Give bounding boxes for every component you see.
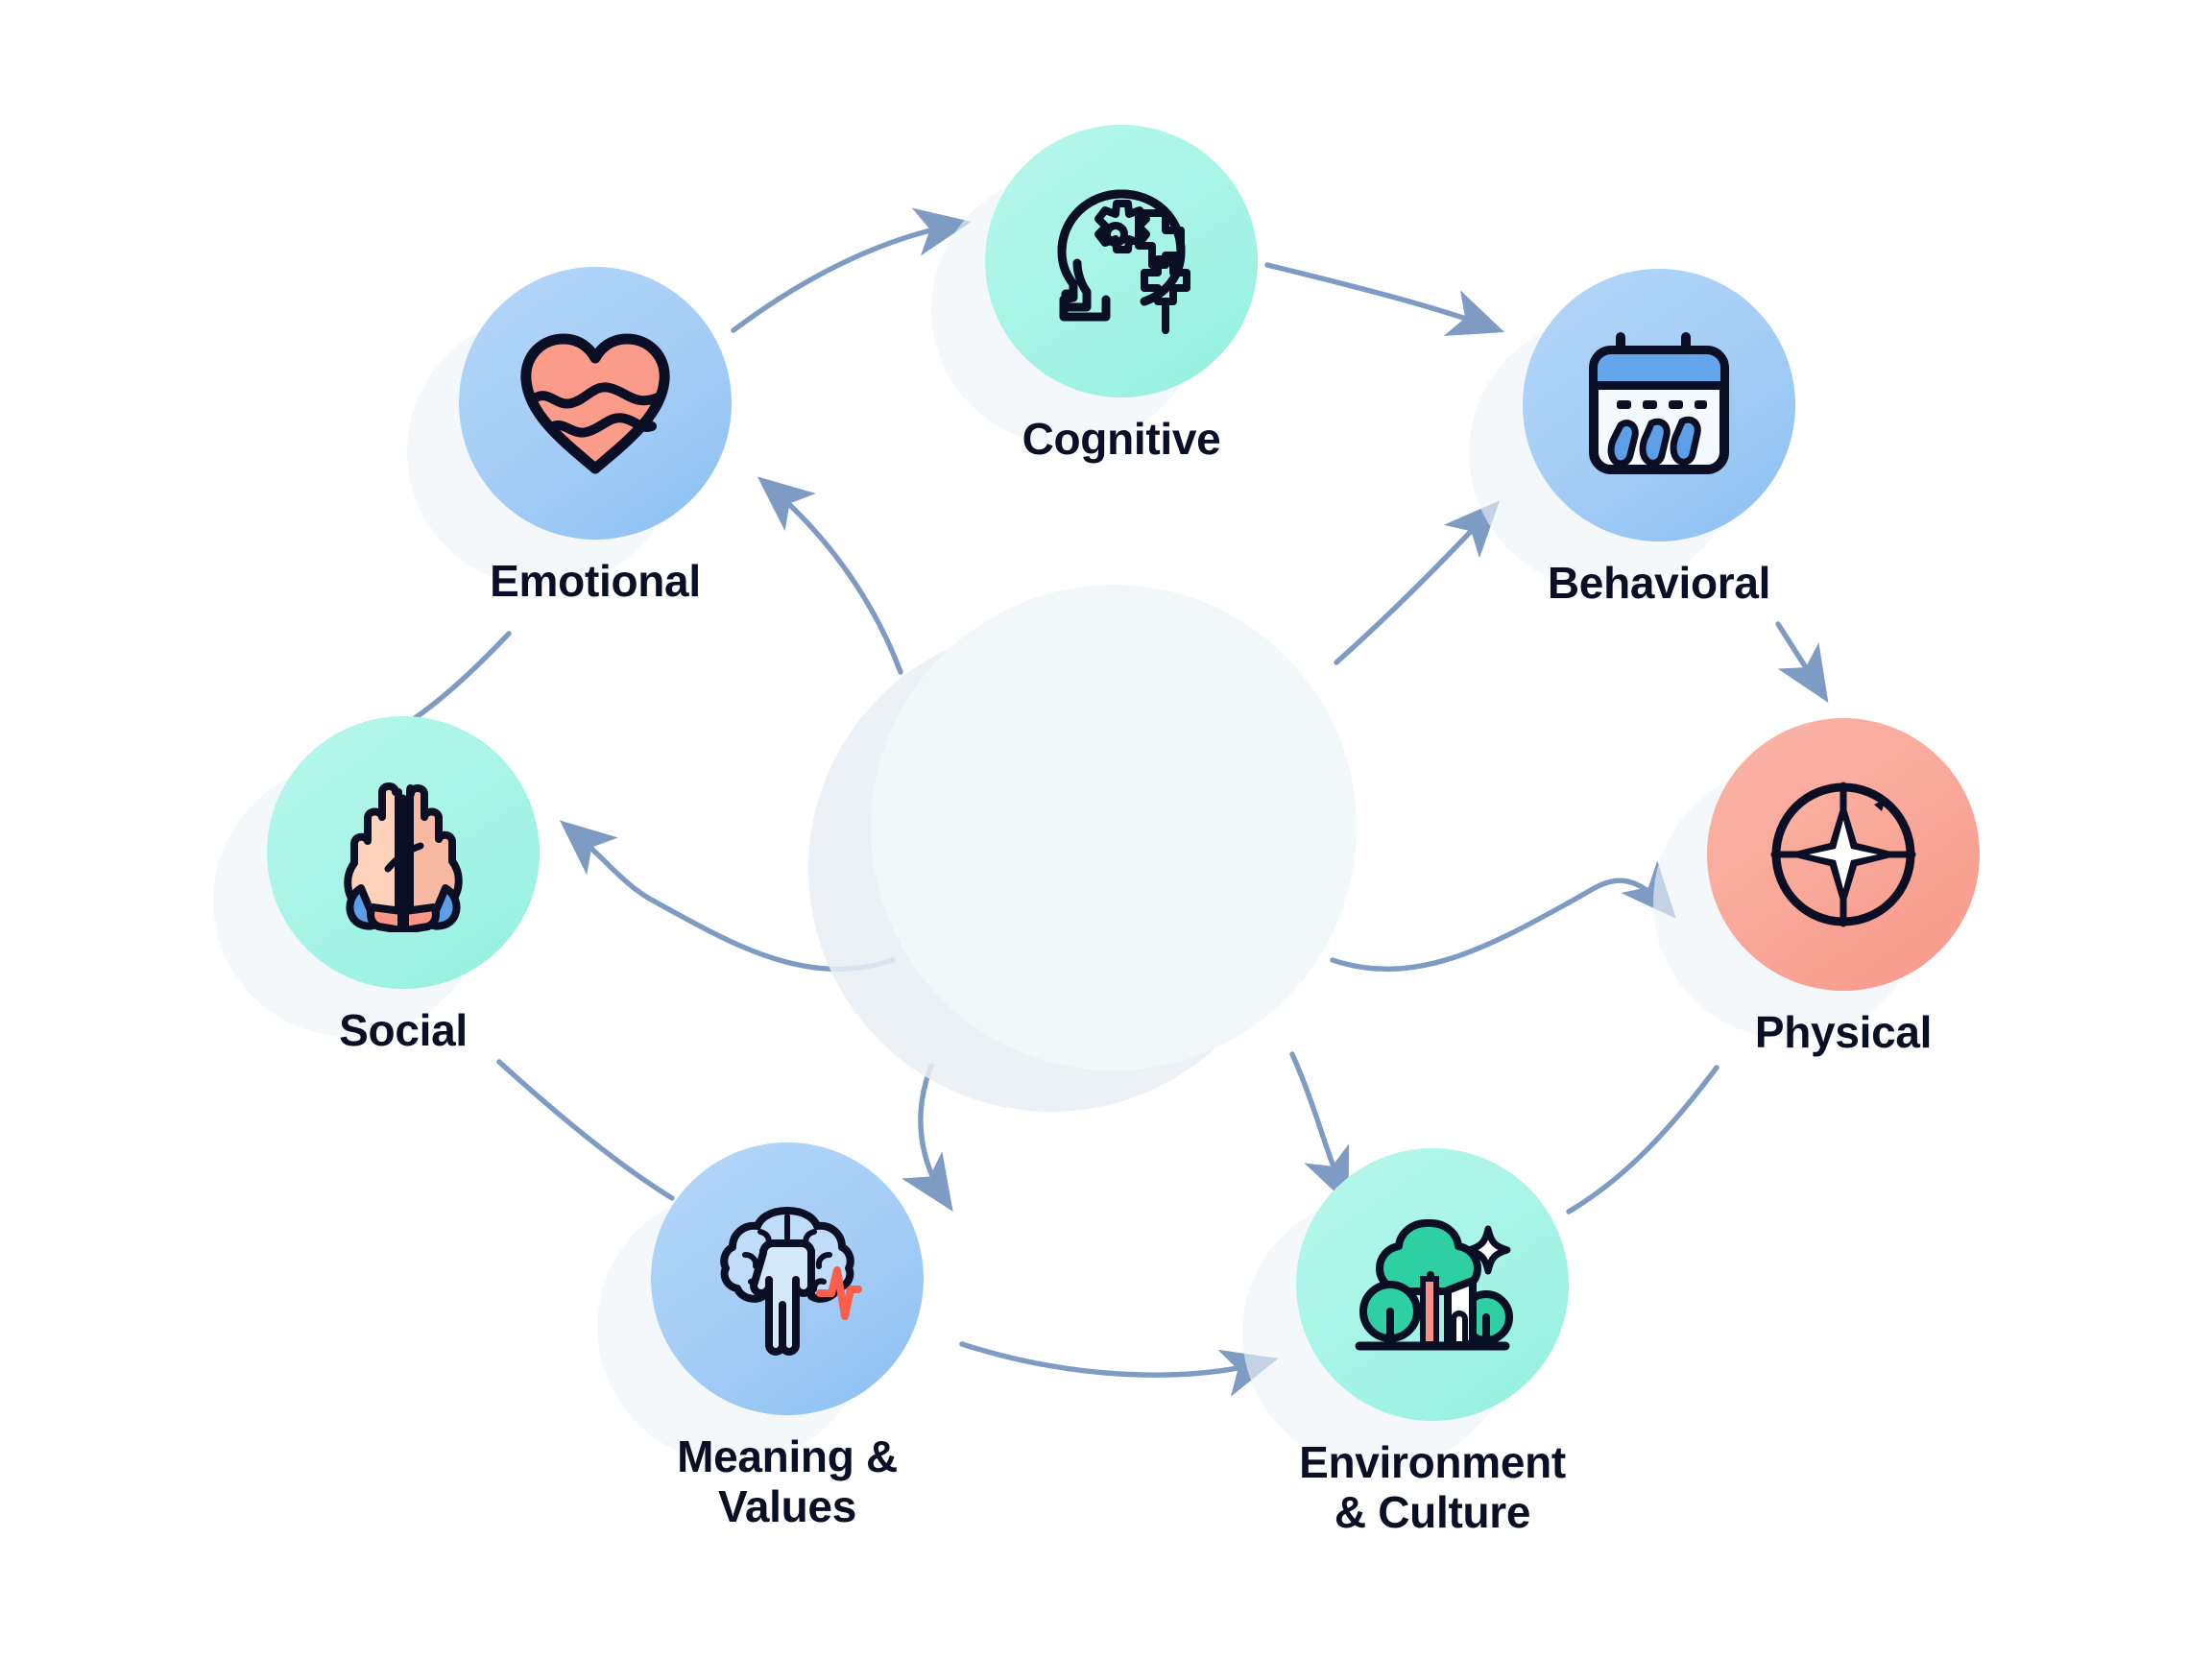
edge-hub-to-emotional: [757, 476, 903, 675]
node-physical-circle[interactable]: [1707, 718, 1980, 991]
edge-hub-to-physical: [1330, 860, 1676, 972]
node-environment-culture-label-line1: Environment: [1299, 1437, 1566, 1487]
edge-emotional-to-cognitive: [731, 207, 972, 333]
node-cognitive-label: Cognitive: [1022, 414, 1221, 464]
center-hub[interactable]: [871, 585, 1357, 1070]
node-social-circle[interactable]: [267, 716, 540, 989]
head-gear-cross-icon: [1057, 189, 1190, 334]
compass-icon: [1770, 781, 1916, 927]
node-environment-culture-circle[interactable]: [1296, 1148, 1569, 1421]
edge-cognitive-to-behavioral: [1264, 262, 1505, 336]
edge-hub-to-behavioral: [1334, 500, 1501, 665]
edge-behavioral-to-physical: [1775, 621, 1829, 704]
node-emotional-label: Emotional: [490, 556, 701, 606]
heart-waves-icon: [520, 333, 670, 474]
edge-hub-to-social: [559, 820, 896, 972]
praying-hands-icon: [344, 782, 463, 932]
node-meaning-values-label: Meaning &Values: [538, 1431, 1037, 1532]
node-environment-culture-label: Environment& Culture: [1183, 1437, 1682, 1538]
edge-social-to-meaning: [496, 1059, 675, 1201]
node-behavioral-label: Behavioral: [1547, 558, 1771, 608]
node-social-label: Social: [339, 1005, 468, 1055]
node-physical-label: Physical: [1754, 1007, 1933, 1057]
node-cognitive-circle[interactable]: [985, 125, 1258, 397]
node-meaning-values-label-line2: Values: [718, 1480, 856, 1531]
node-meaning-values-circle[interactable]: [651, 1142, 924, 1415]
edge-physical-to-environment: [1566, 1065, 1719, 1214]
edge-meaning-to-environment: [959, 1341, 1279, 1397]
node-behavioral-circle[interactable]: [1523, 269, 1795, 541]
edge-hub-to-meaning: [902, 1063, 953, 1212]
body-brain-pulse-icon: [720, 1207, 862, 1356]
node-environment-culture-label-line2: & Culture: [1334, 1486, 1531, 1537]
node-meaning-values-label-line1: Meaning &: [677, 1431, 898, 1481]
calendar-footsteps-icon: [1589, 332, 1729, 474]
edge-hub-to-environment: [1289, 1051, 1350, 1205]
edge-emotional-to-social: [412, 631, 512, 721]
node-emotional-circle[interactable]: [459, 267, 732, 540]
trees-building-sparkle-icon: [1355, 1219, 1513, 1351]
